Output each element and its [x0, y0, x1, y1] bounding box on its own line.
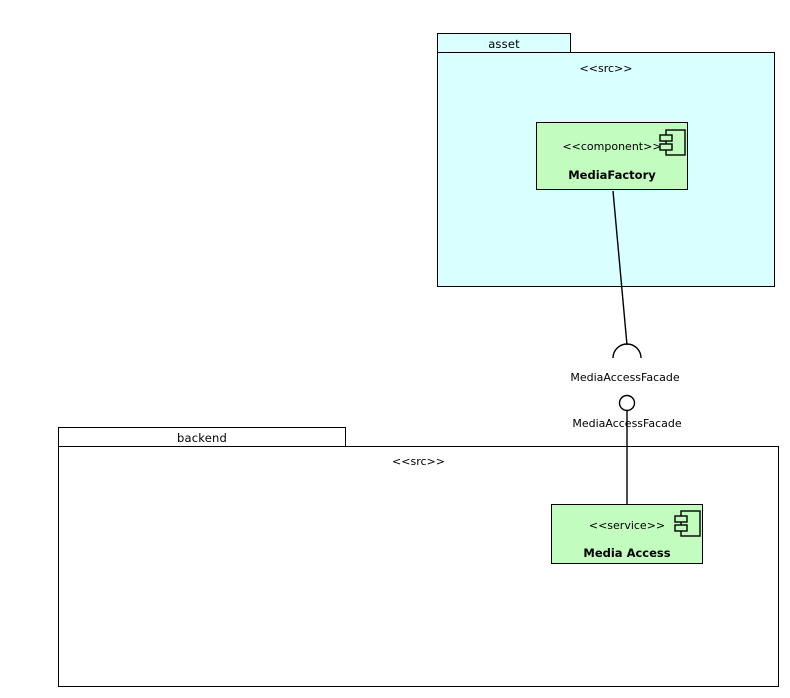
provided-interface-label: MediaAccessFacade — [572, 417, 682, 430]
package-asset-stereotype: <<src>> — [579, 62, 633, 75]
component-icon — [659, 129, 686, 156]
component-media-factory-name: MediaFactory — [568, 168, 656, 182]
required-interface-socket-icon — [612, 343, 642, 359]
package-backend-stereotype: <<src>> — [392, 455, 445, 468]
component-media-factory-box[interactable]: <<component>> MediaFactory — [536, 122, 688, 190]
component-media-access-stereotype: <<service>> — [588, 519, 666, 532]
provided-interface-ball-icon — [618, 394, 636, 412]
required-interface-label: MediaAccessFacade — [570, 371, 680, 384]
package-backend-name: backend — [177, 431, 227, 445]
component-media-factory-stereotype: <<component>> — [562, 140, 662, 153]
component-media-access-box[interactable]: <<service>> Media Access — [551, 504, 703, 564]
package-asset-name: asset — [488, 37, 520, 51]
package-backend-body[interactable] — [58, 446, 779, 687]
package-asset-tab[interactable]: asset — [437, 33, 571, 53]
component-icon — [674, 510, 701, 537]
package-backend-tab[interactable]: backend — [58, 427, 346, 447]
component-media-access-name: Media Access — [583, 546, 671, 560]
